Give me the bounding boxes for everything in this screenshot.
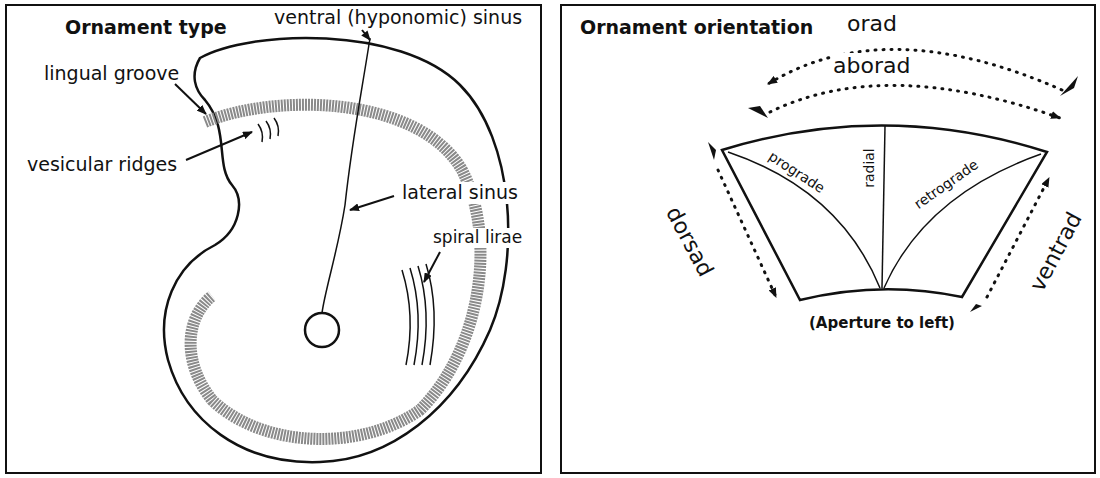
note: (Aperture to left) xyxy=(807,315,957,332)
part-label: lateral sinus xyxy=(400,182,520,204)
orientation-panel: Ornament orientation xyxy=(560,4,1096,474)
part-label: vesicular ridges xyxy=(25,154,179,176)
direction-label: ventrad xyxy=(1024,206,1088,297)
direction-label: aborad xyxy=(831,53,912,78)
ammonite-shell xyxy=(164,38,508,462)
part-label: ventral (hyponomic) sinus xyxy=(272,7,524,29)
panel-title: Ornament orientation xyxy=(580,16,813,38)
direction-label: orad xyxy=(845,11,899,36)
direction-label: dorsad xyxy=(660,201,720,283)
direction-arrow xyxy=(718,49,1062,297)
orientation-label: radial xyxy=(861,146,877,190)
panel-title: Ornament type xyxy=(65,16,227,38)
part-label: lingual groove xyxy=(42,63,181,85)
chevron xyxy=(708,76,1078,312)
part-label: spiral lirae xyxy=(431,228,524,248)
leader-arrow xyxy=(175,30,440,282)
